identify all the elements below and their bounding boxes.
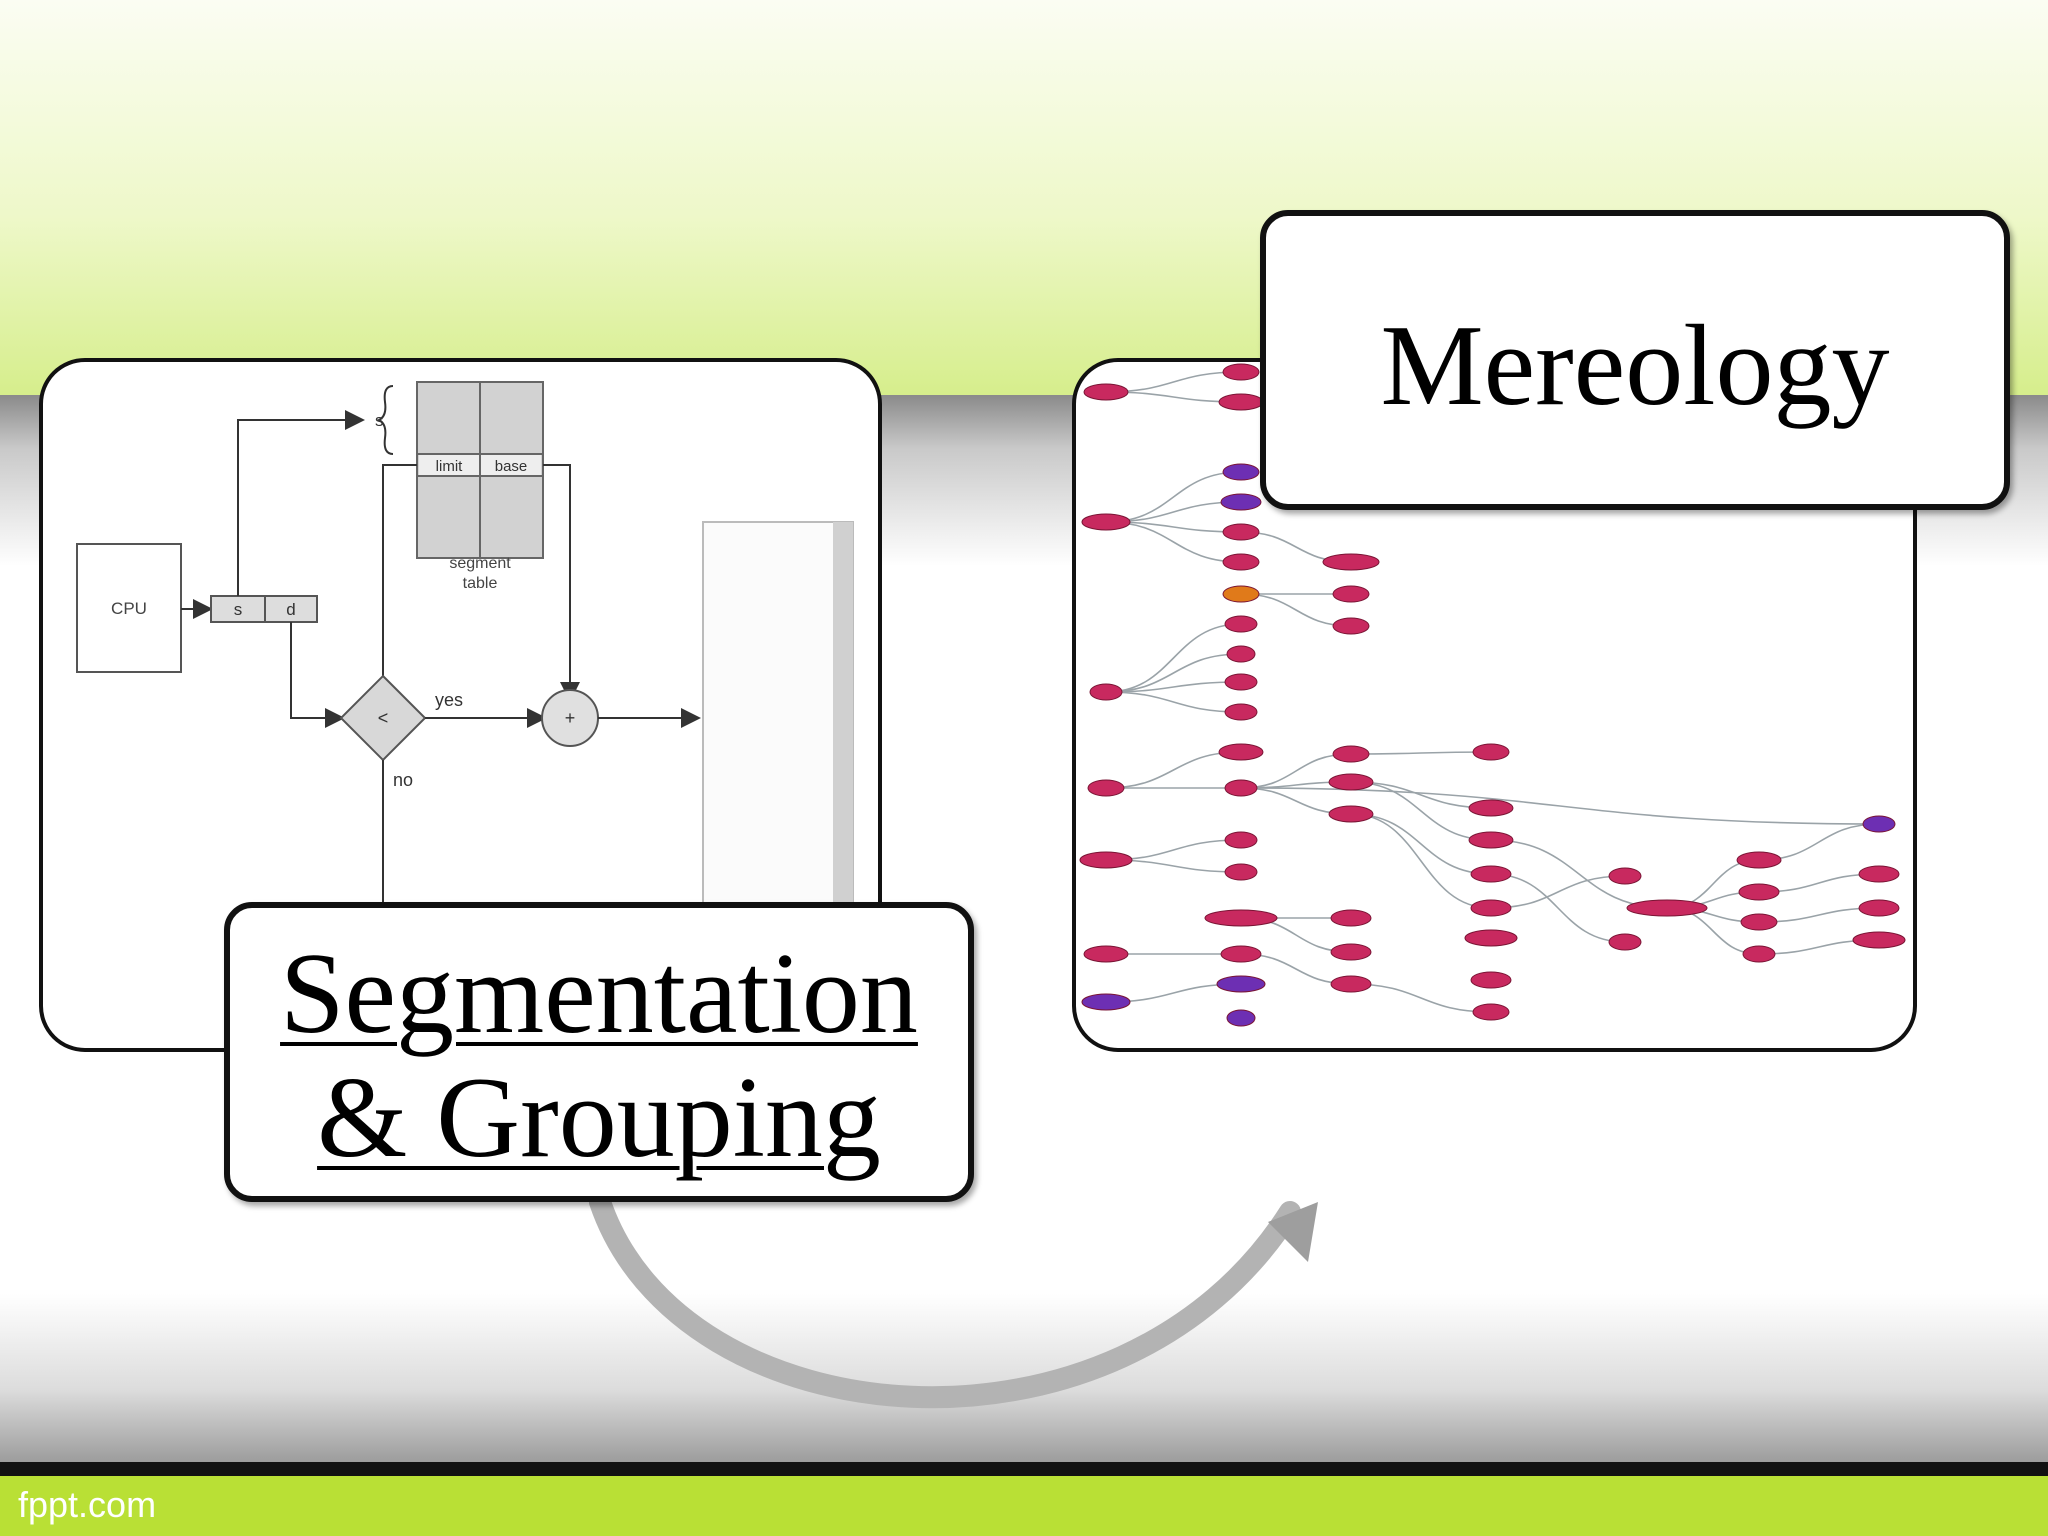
graph-node xyxy=(1464,929,1518,947)
graph-node xyxy=(1328,805,1374,823)
d-field: d xyxy=(286,600,295,619)
mereology-label: Mereology xyxy=(1260,210,2010,510)
cpu-label: CPU xyxy=(111,599,147,618)
graph-edge xyxy=(1350,751,1492,755)
graph-node xyxy=(1608,933,1642,951)
graph-node xyxy=(1470,899,1512,917)
segmentation-label-line-1: Segmentation xyxy=(280,930,918,1058)
graph-node xyxy=(1222,523,1260,541)
graph-node xyxy=(1083,383,1129,401)
graph-edge xyxy=(1350,813,1492,909)
graph-node xyxy=(1222,585,1260,603)
graph-node xyxy=(1330,909,1372,927)
graph-node xyxy=(1224,779,1258,797)
graph-node xyxy=(1852,931,1906,949)
graph-node xyxy=(1472,743,1510,761)
graph-node xyxy=(1738,883,1780,901)
graph-node xyxy=(1083,945,1129,963)
graph-edge xyxy=(1105,653,1242,693)
graph-node xyxy=(1222,553,1260,571)
graph-node xyxy=(1332,745,1370,763)
graph-node xyxy=(1226,1009,1256,1027)
graph-node xyxy=(1322,553,1380,571)
graph-node xyxy=(1330,943,1372,961)
graph-node xyxy=(1220,493,1262,511)
graph-node xyxy=(1858,899,1900,917)
graph-node xyxy=(1468,799,1514,817)
graph-node xyxy=(1087,779,1125,797)
graph-node xyxy=(1470,971,1512,989)
graph-edge xyxy=(1350,813,1492,875)
graph-node xyxy=(1332,585,1370,603)
graph-node xyxy=(1226,645,1256,663)
table-caption-1: segment xyxy=(449,555,511,572)
footer-bar: fppt.com xyxy=(0,1476,2048,1536)
base-label: base xyxy=(495,458,528,475)
s-field: s xyxy=(234,600,243,619)
graph-node xyxy=(1204,909,1278,927)
graph-edge xyxy=(1105,691,1242,713)
yes-label: yes xyxy=(435,690,463,710)
graph-node xyxy=(1224,831,1258,849)
segmentation-label-line-2: & Grouping xyxy=(317,1054,881,1182)
table-caption-2: table xyxy=(463,575,498,592)
graph-node xyxy=(1220,945,1262,963)
graph-node xyxy=(1081,513,1131,531)
graph-edge xyxy=(1490,875,1626,909)
graph-node xyxy=(1222,463,1260,481)
plus-sign: + xyxy=(565,708,576,728)
graph-node xyxy=(1222,363,1260,381)
graph-node xyxy=(1736,851,1782,869)
graph-node xyxy=(1328,773,1374,791)
graph-edge xyxy=(1105,681,1242,693)
graph-node xyxy=(1216,975,1266,993)
graph-node xyxy=(1224,863,1258,881)
graph-edge xyxy=(1350,983,1492,1013)
footer-divider xyxy=(0,1462,2048,1476)
graph-node xyxy=(1224,703,1258,721)
graph-node xyxy=(1608,867,1642,885)
graph-node xyxy=(1224,673,1258,691)
graph-node xyxy=(1862,815,1896,833)
graph-node xyxy=(1081,993,1131,1011)
graph-node xyxy=(1740,913,1778,931)
footer-brand: fppt.com xyxy=(18,1484,157,1525)
graph-node xyxy=(1858,865,1900,883)
graph-node xyxy=(1470,865,1512,883)
graph-edge xyxy=(1490,873,1626,943)
less-sign: < xyxy=(378,708,389,728)
graph-node xyxy=(1089,683,1123,701)
graph-node xyxy=(1218,743,1264,761)
graph-node xyxy=(1224,615,1258,633)
limit-label: limit xyxy=(436,458,463,475)
graph-node xyxy=(1742,945,1776,963)
graph-node xyxy=(1468,831,1514,849)
graph-node xyxy=(1079,851,1133,869)
graph-edge xyxy=(1105,623,1242,693)
mereology-graph xyxy=(1079,363,1906,1027)
graph-node xyxy=(1626,899,1708,917)
graph-node xyxy=(1472,1003,1510,1021)
graph-edge xyxy=(1350,781,1492,841)
segmentation-grouping-label: Segmentation & Grouping xyxy=(224,902,974,1202)
no-label: no xyxy=(393,770,413,790)
graph-node xyxy=(1332,617,1370,635)
graph-node xyxy=(1330,975,1372,993)
